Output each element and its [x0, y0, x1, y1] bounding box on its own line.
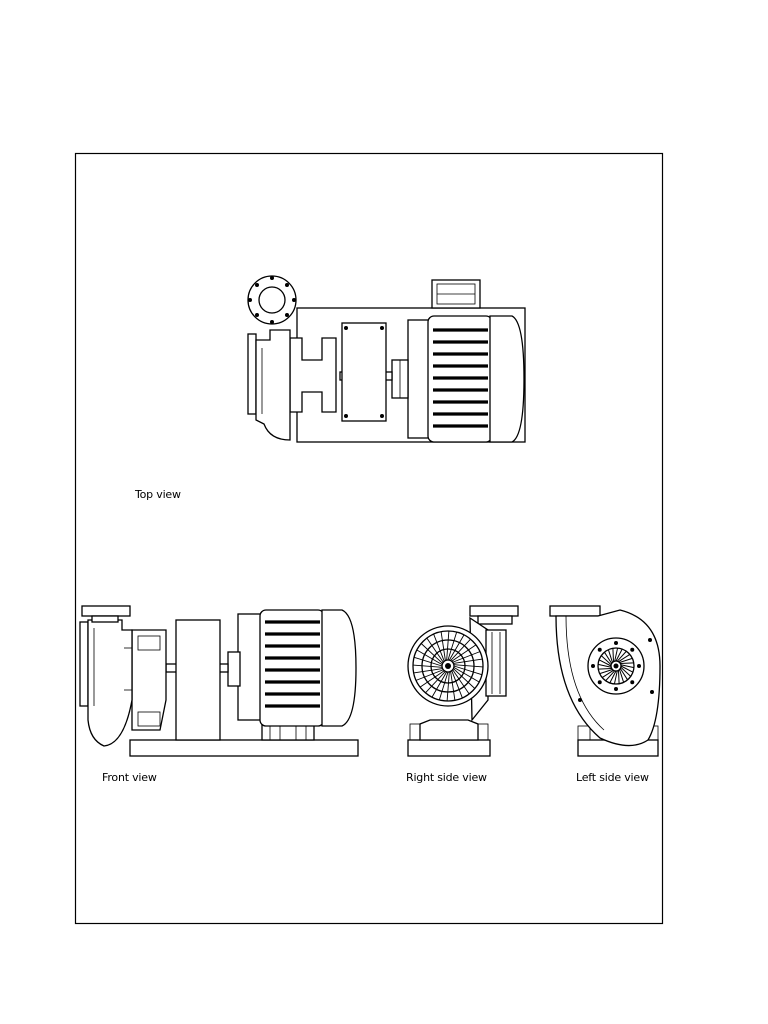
impeller-vane — [604, 651, 613, 664]
fan-grille-bar — [452, 669, 470, 695]
fan-grille-bar — [451, 670, 463, 699]
fan-grille-bar — [420, 643, 443, 664]
impeller-vane — [607, 649, 613, 663]
fan-grille-bar — [446, 671, 450, 702]
impeller-vane — [600, 655, 612, 666]
flange-bolt — [597, 680, 602, 685]
fan-grille-bar — [433, 633, 445, 662]
impeller-vane — [619, 669, 625, 683]
fan-grille-bar — [416, 649, 443, 666]
fan-grille-bar — [415, 669, 444, 681]
impeller-vane — [614, 647, 619, 662]
fan-grille-bar — [453, 666, 480, 683]
fan-grille-bar — [451, 644, 477, 662]
impeller-vane — [619, 657, 633, 663]
flange-bolt — [630, 680, 635, 685]
top-view-label: Top view — [134, 488, 181, 501]
fan-grille-bar — [450, 638, 471, 661]
impeller-vane — [616, 650, 627, 662]
impeller-vane — [618, 654, 631, 663]
impeller-vane — [598, 668, 612, 670]
flange-bolt — [637, 664, 641, 668]
impeller-vane — [599, 669, 613, 675]
fan-grille-bar — [450, 671, 456, 701]
impeller-vane — [620, 662, 634, 664]
impeller-vane — [609, 670, 617, 684]
fan-grille-bar — [447, 631, 458, 661]
impeller-vane — [612, 648, 614, 662]
impeller-vane — [620, 664, 635, 669]
fan-grille-bar — [453, 664, 484, 668]
fan-grille-bar — [413, 656, 443, 667]
impeller-vane — [598, 659, 612, 667]
fan-grille-bar — [446, 630, 450, 661]
impeller-vane — [613, 670, 618, 685]
fan-grille-bar — [438, 671, 449, 701]
impeller-vane — [605, 670, 616, 682]
fan-grille-bar — [413, 668, 443, 674]
flange-bolt — [614, 641, 618, 645]
fan-grille-bar — [431, 671, 448, 698]
left-side-view-drawing — [549, 605, 661, 757]
fan-grille-bar — [448, 634, 465, 661]
front-view-label: Front view — [102, 771, 157, 784]
flange-bolt — [630, 647, 635, 652]
front-view-drawing — [79, 605, 359, 757]
drawing-frame — [74, 152, 664, 925]
fan-grille-bar — [453, 668, 476, 689]
impeller-vane — [597, 663, 612, 668]
flange-bolt — [597, 647, 602, 652]
top-view-drawing — [247, 275, 526, 443]
fan-grille-bar — [452, 651, 481, 663]
impeller-vane — [620, 665, 634, 673]
right-side-view-drawing — [407, 605, 519, 757]
flange-bolt — [614, 687, 618, 691]
flange-bolt — [591, 664, 595, 668]
fan-grille-bar — [412, 664, 443, 668]
fan-grille-bar — [453, 665, 483, 676]
fan-grille-bar — [453, 658, 483, 664]
impeller-vane — [619, 668, 628, 681]
impeller-vane — [601, 669, 614, 678]
impeller-vane — [618, 670, 620, 684]
impeller-vane — [615, 648, 623, 662]
right-side-view-label: Right side view — [406, 771, 487, 784]
fan-grille-bar — [440, 631, 446, 661]
fan-grille-bar — [419, 670, 445, 688]
fan-grille-bar — [425, 671, 446, 694]
fan-grille-bar — [426, 637, 444, 663]
impeller-vane — [620, 666, 632, 677]
left-side-view-label: Left side view — [576, 771, 649, 784]
